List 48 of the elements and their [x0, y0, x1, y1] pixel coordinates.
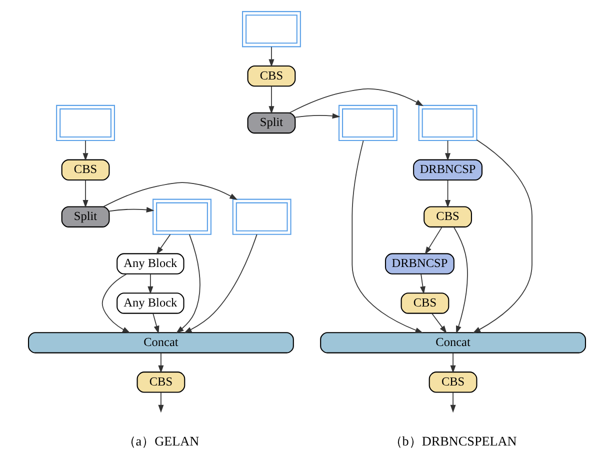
- arrow: [424, 226, 442, 255]
- arrow: [82, 140, 88, 161]
- node-box: Concat: [320, 332, 586, 354]
- node-box: CBS: [428, 372, 477, 393]
- node-box: DRBNCSP: [384, 253, 454, 274]
- node-box: Any Block: [116, 253, 184, 274]
- arrow: [444, 140, 450, 161]
- arrow: [108, 207, 154, 213]
- node-box: DRBNCSP: [412, 159, 482, 181]
- node-box: CBS: [60, 159, 110, 181]
- label: （a）GELAN: [122, 434, 199, 449]
- arrow: [420, 274, 425, 294]
- arrow: [472, 139, 532, 334]
- node-box: [242, 11, 300, 48]
- arrow: [147, 274, 153, 294]
- arrow: [102, 182, 238, 208]
- node-box: [338, 104, 397, 142]
- arrow: [431, 313, 446, 334]
- arrow: [152, 313, 159, 334]
- node-box: CBS: [136, 372, 185, 393]
- arrow: [452, 226, 468, 334]
- arrow: [288, 88, 424, 114]
- node-box: [418, 104, 477, 142]
- arrow: [294, 113, 340, 119]
- arrow: [175, 234, 200, 334]
- node-box: Any Block: [116, 292, 184, 314]
- arrow: [82, 180, 88, 208]
- node-box: CBS: [400, 292, 449, 314]
- arrow: [444, 180, 450, 208]
- node-box: CBS: [423, 206, 472, 228]
- node-box: [152, 198, 211, 235]
- node-box: [232, 198, 291, 235]
- arrow: [450, 392, 456, 413]
- node-box: Split: [246, 112, 296, 134]
- node-box: CBS: [246, 65, 296, 87]
- node-box: Concat: [27, 332, 294, 354]
- arrow: [268, 46, 274, 68]
- node-box: [56, 104, 114, 142]
- arrow: [183, 234, 257, 334]
- arrow: [101, 274, 130, 334]
- arrow: [158, 392, 164, 413]
- arrow: [268, 86, 274, 114]
- label: （b）DRBNCSPELAN: [388, 434, 516, 449]
- arrow: [158, 352, 164, 374]
- arrow: [351, 140, 423, 334]
- node-box: Split: [60, 206, 110, 228]
- arrow: [450, 352, 456, 374]
- arrow: [156, 234, 170, 255]
